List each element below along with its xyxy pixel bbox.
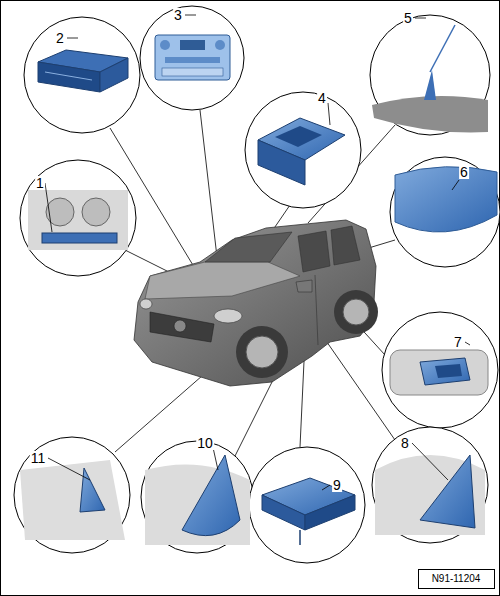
callout-number: 1 [35,176,45,190]
detail-circle [14,6,500,563]
cd-changer [100,58,128,92]
callout-number: 3 [173,8,183,22]
callout-number: 5 [403,11,413,25]
leader-line [322,335,395,440]
cd-changer [45,72,92,80]
door-speaker [182,455,240,536]
radio-unit [180,40,205,50]
car-body [315,275,318,345]
door-handle [435,364,462,378]
callout-tick [328,103,330,125]
callout-tick [45,183,52,232]
car-body [236,326,288,378]
amplifier [299,530,301,545]
callout-tick [322,485,330,490]
callout-tick [465,342,470,345]
callout-tick [48,458,90,480]
car-body [145,262,300,299]
callout-tick [185,15,196,16]
rear-window-antenna [395,167,497,232]
car-body [296,280,312,292]
detail-circle [372,427,488,543]
radio-unit [155,35,230,80]
callout-number: 4 [317,91,327,105]
detail-circle [14,437,130,553]
callout-number: 9 [332,478,342,492]
dash-module [275,126,322,147]
door-handle [390,350,488,395]
detail-circle [245,92,361,208]
car-body [205,232,292,262]
drawing-code: N91-11204 [431,574,482,584]
detail-circle [370,15,490,135]
callout-number: 7 [453,335,463,349]
car-body [331,226,360,265]
door-handle [420,358,470,385]
car-body [246,336,278,368]
detail-circle [141,441,253,553]
detail-circle [382,312,498,428]
tweeter [20,460,125,540]
callout-tick [67,38,78,39]
radio-unit [155,35,230,80]
cd-changer [38,50,128,92]
door-handle [390,350,488,395]
amplifier [262,478,355,545]
detail-circle [24,17,140,133]
detail-circle [390,157,500,267]
callout-tick [415,18,426,19]
car-body [334,290,378,334]
radio-unit [162,68,223,76]
detail-circle [249,447,365,563]
callout-number: 10 [196,436,214,450]
dash-module [258,118,345,185]
door-speaker [145,455,250,545]
roof-antenna [372,25,488,132]
tweeter [20,460,125,540]
car-body [140,299,152,309]
code-box [419,570,495,589]
radio-unit [160,40,170,50]
radio-unit [165,57,220,63]
rear-window-antenna [395,167,497,232]
rear-speaker [375,455,485,535]
callout-number: 2 [55,31,65,45]
roof-antenna [430,25,455,72]
car-body [214,309,242,323]
callout-tick [412,443,448,480]
switch-panel [28,190,128,250]
tweeter [80,468,105,512]
rear-speaker [375,455,485,535]
detail-circle [140,6,244,110]
switch-panel [42,233,117,243]
callout-number: 6 [459,165,469,179]
callout-number: 8 [400,436,410,450]
car-body [343,299,369,325]
detail-circle [20,160,136,276]
switch-panel [28,190,128,250]
amplifier [305,495,355,530]
car-body [150,312,214,342]
car-body [298,231,330,272]
cd-changer [38,62,100,92]
car-body [174,320,186,332]
switch-panel [82,198,110,226]
callout-tick [45,15,470,490]
car-body [134,220,378,386]
roof-antenna [372,96,488,132]
callout-tick [452,180,459,190]
rear-speaker [420,455,475,528]
radio-unit [215,40,225,50]
amplifier [262,495,305,530]
roof-antenna [424,70,436,100]
callout-number: 11 [30,451,47,465]
